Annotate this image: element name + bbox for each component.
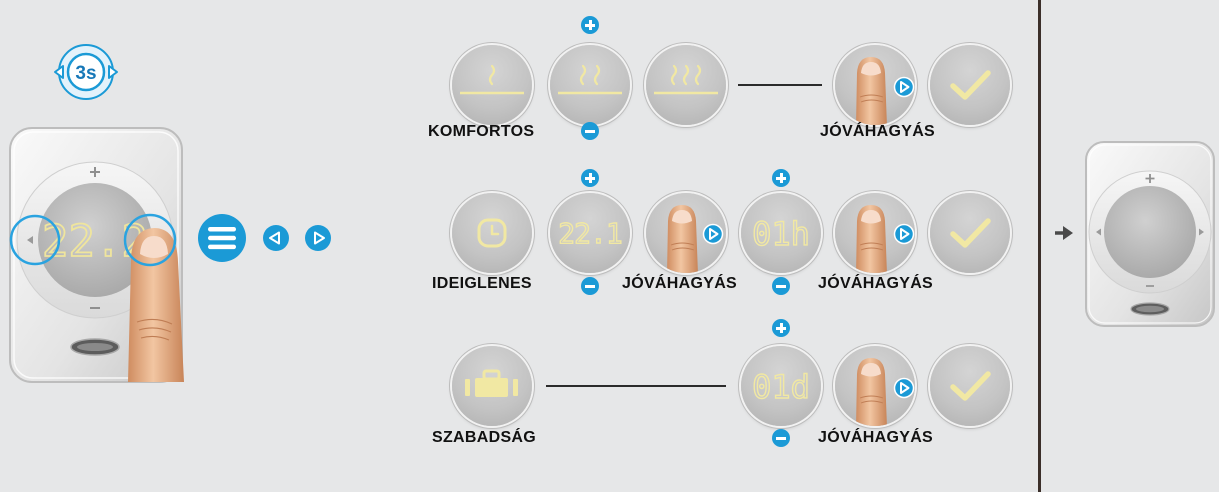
temperature-display: 22.1 (558, 216, 624, 250)
check-icon (950, 218, 991, 248)
plus-icon (772, 319, 790, 337)
connector-line (546, 385, 726, 387)
left-mark-icon (1096, 228, 1101, 236)
finger-icon (667, 205, 698, 273)
duration-display: 01d (751, 367, 810, 406)
arrow-right-icon (305, 225, 331, 251)
mode-label-comfort: KOMFORTOS (428, 123, 535, 140)
suitcase-icon (465, 369, 518, 397)
left-mark-icon (27, 236, 33, 244)
plus-icon (581, 169, 599, 187)
confirm-step (930, 45, 1010, 125)
display-disc (1104, 186, 1196, 278)
confirm-label: JÓVÁHAGYÁS (818, 429, 934, 446)
confirm-label: JÓVÁHAGYÁS (820, 123, 936, 140)
check-icon (950, 70, 991, 100)
confirm-label: JÓVÁHAGYÁS (622, 275, 738, 292)
display-disc (38, 183, 152, 297)
menu-icon (198, 214, 246, 262)
next-arrow-icon (893, 377, 915, 399)
mode-label-holiday: SZABADSÁG (432, 429, 537, 446)
heat-level-2-icon (558, 64, 622, 95)
temporary-mode-button (452, 193, 532, 273)
check-icon (950, 371, 991, 401)
plus-icon (772, 169, 790, 187)
logo-badge (1130, 302, 1170, 316)
minus-icon (581, 277, 599, 295)
logo-badge (70, 338, 120, 356)
hold-time-text: 3s (75, 63, 96, 84)
press-button-step (646, 193, 726, 273)
comfort-level-3-button (646, 45, 726, 125)
hold-3s-icon: 3s (54, 44, 118, 100)
confirm-step (930, 346, 1010, 426)
heat-level-3-icon (654, 64, 718, 95)
section-divider (1038, 0, 1041, 492)
thermostat-result (1085, 141, 1215, 327)
confirm-label: JÓVÁHAGYÁS (818, 275, 934, 292)
duration-display: 01h (751, 214, 810, 253)
plus-mark-icon (1145, 174, 1155, 183)
connector-line (738, 84, 822, 86)
next-arrow-icon (702, 223, 724, 245)
heat-level-1-icon (460, 64, 524, 95)
confirm-step (930, 193, 1010, 273)
duration-value: 01h (752, 215, 810, 253)
thermostat-start: 22.2 (9, 127, 184, 383)
finger-icon (856, 57, 887, 125)
duration-setting: 01d (741, 346, 821, 426)
comfort-level-2-button (550, 45, 630, 125)
finger-icon (856, 358, 887, 426)
minus-icon (772, 277, 790, 295)
duration-value: 01d (752, 368, 810, 406)
right-mark-icon (1199, 228, 1204, 236)
comfort-level-1-button (452, 45, 532, 125)
duration-setting: 01h (741, 193, 821, 273)
temperature-setting: 22.1 (550, 193, 630, 273)
minus-icon (581, 122, 599, 140)
clock-icon (477, 218, 507, 248)
next-arrow-icon (893, 223, 915, 245)
next-arrow-icon (893, 76, 915, 98)
arrow-left-icon (263, 225, 289, 251)
finger-icon (128, 228, 184, 382)
mode-label-temporary: IDEIGLENES (432, 275, 532, 292)
right-arrow-icon (1055, 226, 1073, 240)
plus-mark-icon (90, 167, 100, 177)
minus-icon (772, 429, 790, 447)
plus-icon (581, 16, 599, 34)
holiday-mode-button (452, 346, 532, 426)
left-button-highlight (9, 214, 61, 266)
temperature-value: 22.1 (558, 217, 621, 250)
right-button-highlight (123, 213, 177, 267)
finger-icon (856, 205, 887, 273)
